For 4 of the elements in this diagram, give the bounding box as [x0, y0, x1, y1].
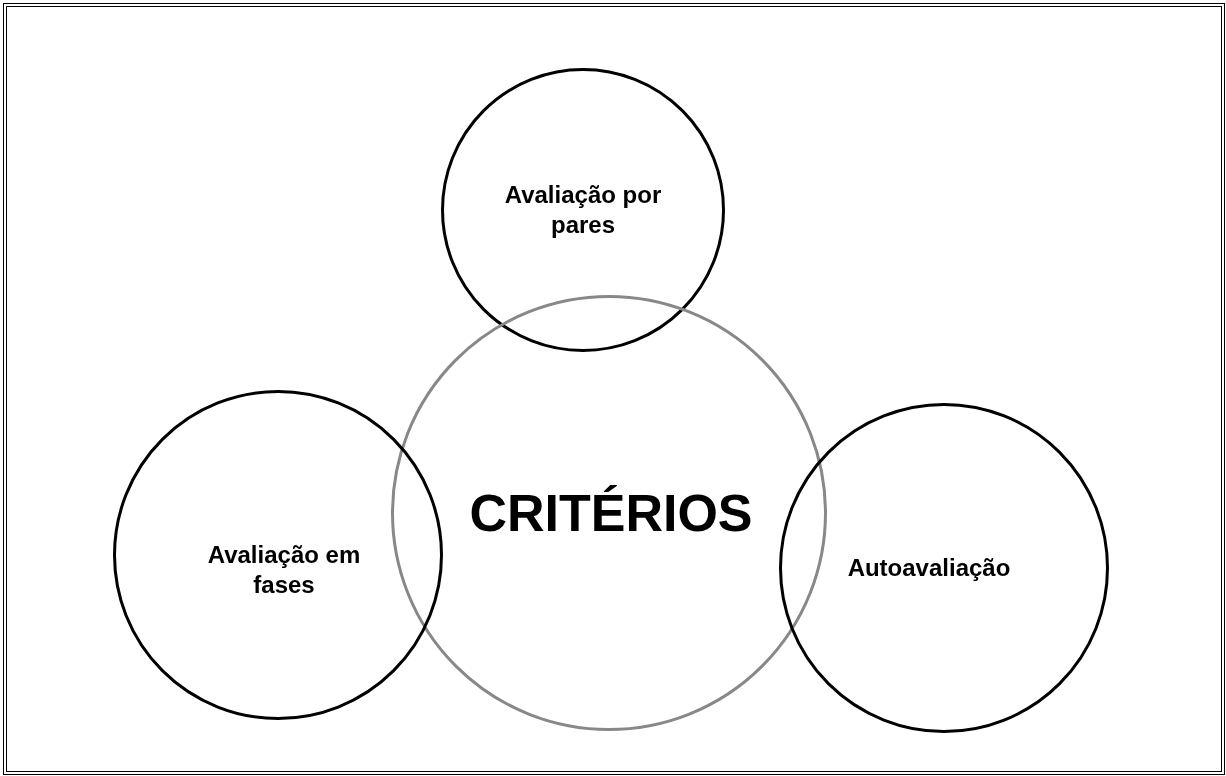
circle-label: Autoavaliação [846, 553, 1012, 583]
circle-label: Avaliação por pares [503, 180, 663, 240]
circle-label: CRITÉRIOS [468, 482, 754, 544]
circle-label: Avaliação em fases [206, 540, 362, 600]
